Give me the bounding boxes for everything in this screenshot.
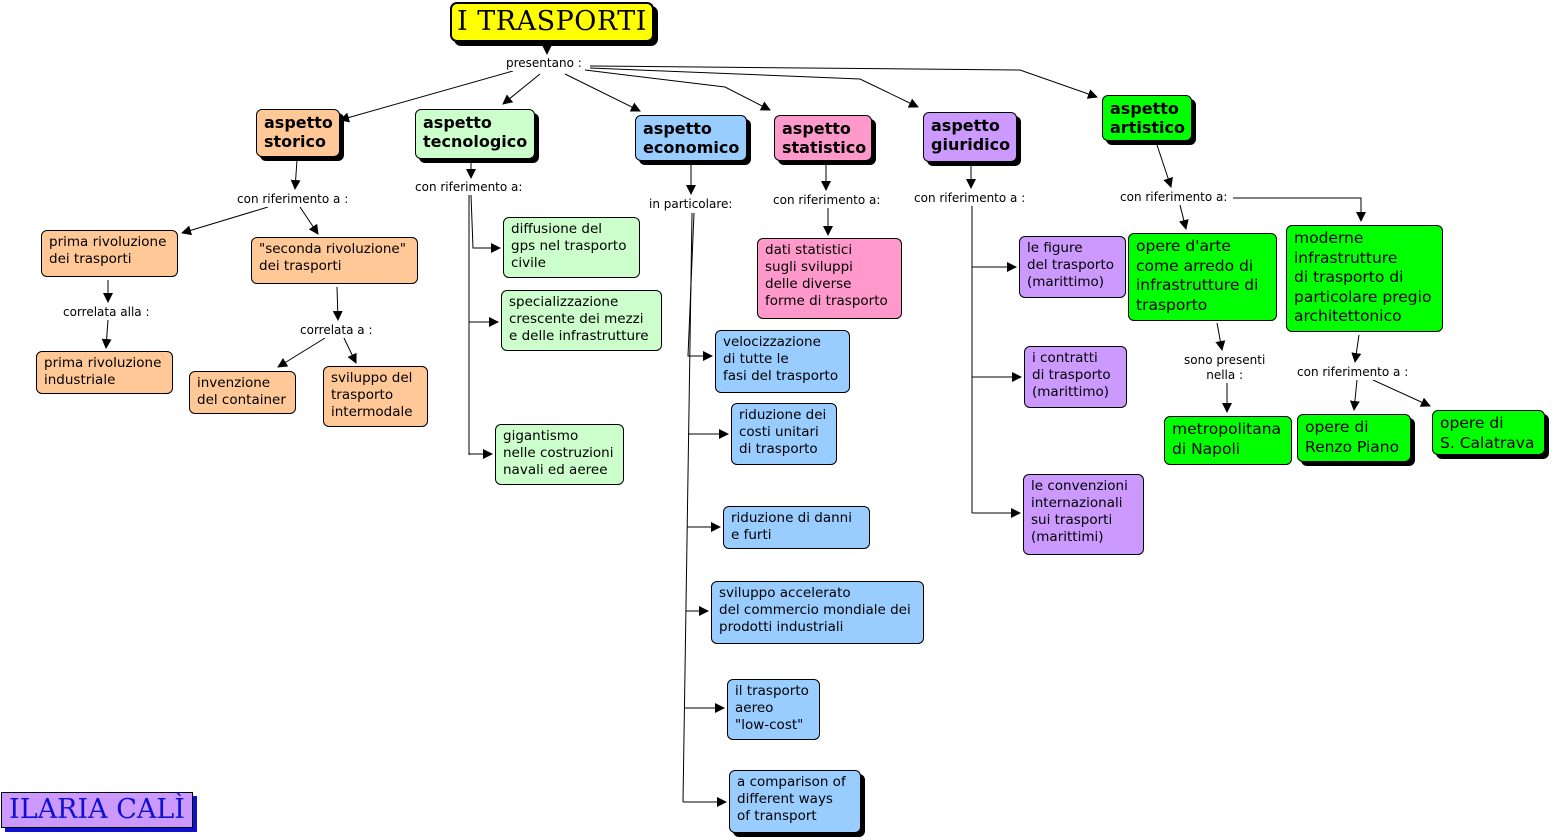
connector-arrow bbox=[589, 65, 1098, 99]
concept-low-cost[interactable]: il trasporto aereo "low-cost" bbox=[727, 679, 820, 740]
concept-moderne-infrastrutture[interactable]: moderne infrastrutture di trasporto di p… bbox=[1286, 225, 1443, 332]
link-artistico-moderne[interactable]: con riferimento a : bbox=[1297, 365, 1409, 380]
connector-arrow bbox=[1233, 197, 1366, 222]
concept-aspetto-storico[interactable]: aspetto storico bbox=[256, 109, 340, 157]
connector-arrow bbox=[589, 67, 919, 108]
concept-renzo-piano[interactable]: opere di Renzo Piano bbox=[1297, 414, 1411, 462]
link-storico[interactable]: con riferimento a : bbox=[237, 192, 349, 207]
connector-arrow bbox=[1351, 334, 1362, 363]
connector-arrow bbox=[1215, 322, 1226, 351]
concept-dati-statistici[interactable]: dati statistici sugli sviluppi delle div… bbox=[757, 238, 902, 319]
concept-aspetto-artistico[interactable]: aspetto artistico bbox=[1102, 95, 1192, 141]
concept-gps[interactable]: diffusione del gps nel trasporto civile bbox=[503, 217, 640, 278]
concept-riduzione-danni[interactable]: riduzione di danni e furti bbox=[723, 506, 870, 549]
link-giuridico[interactable]: con riferimento a : bbox=[914, 191, 1026, 206]
author-label[interactable]: ILARIA CALÌ bbox=[1, 792, 193, 828]
connector-arrow bbox=[584, 69, 771, 111]
connector-arrow bbox=[687, 212, 713, 361]
connector-arrow bbox=[1178, 204, 1189, 230]
concept-trasporto-intermodale[interactable]: sviluppo del trasporto intermodale bbox=[323, 366, 428, 427]
link-tecnologico[interactable]: con riferimento a: bbox=[415, 180, 523, 195]
concept-specializzazione[interactable]: specializzazione crescente dei mezzi e d… bbox=[501, 290, 662, 351]
concept-opere-arte[interactable]: opere d'arte come arredo di infrastruttu… bbox=[1128, 233, 1277, 321]
concept-prima-rivoluzione-trasporti[interactable]: prima rivoluzione dei trasporti bbox=[41, 230, 178, 277]
link-sono-presenti[interactable]: sono presenti nella : bbox=[1184, 353, 1266, 383]
concept-aspetto-giuridico[interactable]: aspetto giuridico bbox=[923, 112, 1017, 162]
concept-comparison[interactable]: a comparison of different ways of transp… bbox=[729, 770, 861, 833]
concept-velocizzazione[interactable]: velocizzazione di tutte le fasi del tras… bbox=[715, 330, 850, 393]
connector-arrow bbox=[299, 206, 319, 235]
link-statistico[interactable]: con riferimento a: bbox=[773, 193, 881, 208]
connector-arrow bbox=[332, 286, 343, 321]
connector-arrow bbox=[101, 319, 112, 349]
concept-aspetto-tecnologico[interactable]: aspetto tecnologico bbox=[415, 109, 535, 159]
concept-gigantismo[interactable]: gigantismo nelle costruzioni navali ed a… bbox=[495, 424, 624, 485]
map-title[interactable]: I TRASPORTI bbox=[450, 2, 654, 42]
concept-sviluppo-commercio[interactable]: sviluppo accelerato del commercio mondia… bbox=[711, 581, 924, 644]
concept-seconda-rivoluzione[interactable]: "seconda rivoluzione" dei trasporti bbox=[251, 237, 418, 284]
concept-aspetto-economico[interactable]: aspetto economico bbox=[635, 115, 747, 161]
link-economico[interactable]: in particolare: bbox=[649, 197, 733, 212]
concept-calatrava[interactable]: opere di S. Calatrava bbox=[1432, 410, 1545, 455]
concept-aspetto-statistico[interactable]: aspetto statistico bbox=[774, 115, 872, 161]
connector-arrow bbox=[181, 206, 269, 236]
connector-arrow bbox=[1156, 144, 1173, 188]
connector-arrow bbox=[343, 337, 357, 364]
connector-arrow bbox=[277, 337, 326, 368]
link-artistico[interactable]: con riferimento a: bbox=[1120, 190, 1228, 205]
link-correlata-alla[interactable]: correlata alla : bbox=[63, 305, 150, 320]
concept-metropolitana-napoli[interactable]: metropolitana di Napoli bbox=[1164, 416, 1292, 465]
concept-convenzioni[interactable]: le convenzioni internazionali sui traspo… bbox=[1023, 474, 1144, 555]
concept-riduzione-costi[interactable]: riduzione dei costi unitari di trasporto bbox=[731, 403, 837, 465]
connector-arrow bbox=[502, 73, 541, 105]
connector-arrow bbox=[339, 70, 514, 123]
link-presentano[interactable]: presentano : bbox=[506, 56, 582, 71]
link-correlata-a[interactable]: correlata a : bbox=[300, 323, 373, 338]
connector-arrow bbox=[290, 159, 301, 190]
concept-invenzione-container[interactable]: invenzione del container bbox=[189, 371, 296, 414]
connector-arrow bbox=[470, 194, 501, 253]
connector-line bbox=[682, 212, 693, 803]
connector-arrow bbox=[564, 73, 641, 112]
concept-contratti[interactable]: i contratti di trasporto (marittimo) bbox=[1024, 346, 1127, 408]
concept-figure-trasporto[interactable]: le figure del trasporto (marittimo) bbox=[1019, 236, 1126, 298]
concept-prima-rivoluzione-industriale[interactable]: prima rivoluzione industriale bbox=[36, 351, 173, 394]
connector-arrow bbox=[1372, 379, 1431, 407]
connector-arrow bbox=[1349, 379, 1360, 411]
